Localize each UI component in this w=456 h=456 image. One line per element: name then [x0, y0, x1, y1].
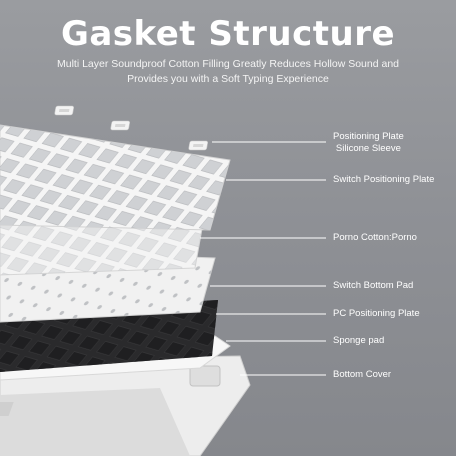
label-silicone-sleeve: Positioning Plate Silicone Sleeve [333, 131, 404, 155]
switch-plate-shape [0, 124, 231, 231]
page-title: Gasket Structure [60, 14, 396, 54]
subtitle-line-1: Multi Layer Soundproof Cotton Filling Gr… [56, 58, 400, 70]
label-switch-positioning-plate: Switch Positioning Plate [333, 174, 435, 185]
silicone-sleeves [54, 105, 208, 151]
label-cotton: Porno Cotton:Porno [333, 232, 417, 243]
subtitle-line-2: Provides you with a Soft Typing Experien… [127, 73, 329, 85]
label-silicone-sleeve-line1: Positioning Plate [333, 131, 404, 142]
label-pc-positioning-plate: PC Positioning Plate [333, 308, 420, 319]
label-sponge-pad: Sponge pad [333, 335, 385, 346]
label-switch-bottom-pad: Switch Bottom Pad [333, 280, 414, 291]
bottom-cover-shape [0, 355, 251, 456]
page-subtitle: Multi Layer Soundproof Cotton Filling Gr… [20, 57, 436, 87]
label-bottom-cover: Bottom Cover [333, 369, 392, 380]
label-silicone-sleeve-line2: Silicone Sleeve [335, 143, 401, 154]
